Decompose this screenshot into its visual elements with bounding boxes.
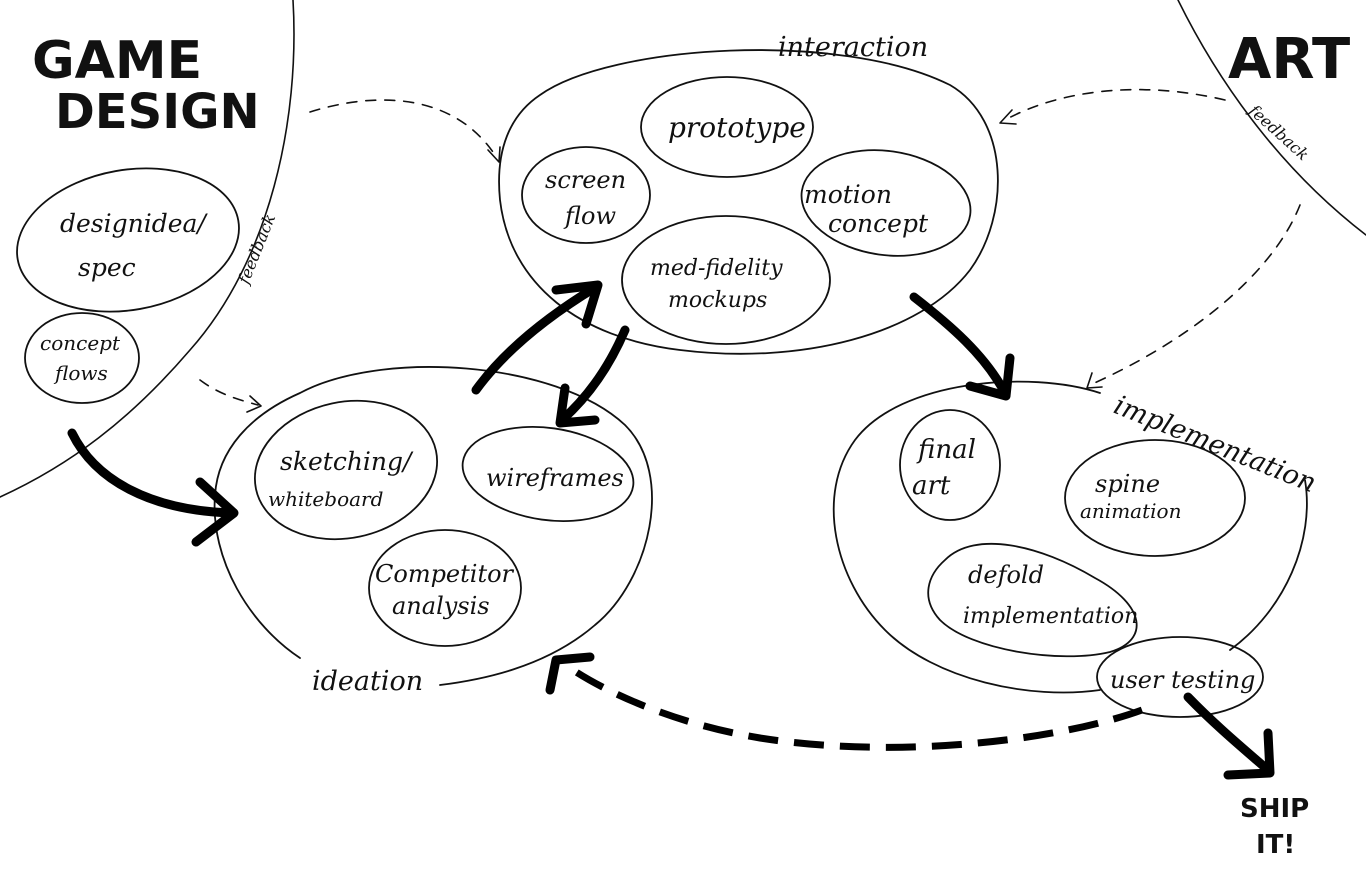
prototype-bubble	[640, 76, 814, 178]
art-feedback-label: feedback	[1245, 100, 1313, 164]
design-idea-bubble	[16, 167, 240, 313]
competitor-analysis-bubble	[368, 529, 522, 647]
implementation-group-outline	[832, 380, 1308, 694]
art-title: ART	[1228, 27, 1350, 92]
arrow-interaction-to-implementation	[909, 292, 1010, 398]
dashed-arrow-gamedesign-to-ideation-head	[246, 395, 262, 413]
user-testing-bubble	[1096, 636, 1264, 718]
dashed-arrow-usertesting-to-ideation	[568, 665, 1144, 751]
competitor-analysis-text-line1: Competitor	[375, 560, 515, 588]
arrow-ideation-to-interaction-head	[551, 280, 603, 329]
competitor-analysis-text-line2: analysis	[392, 592, 490, 620]
prototype-text: prototype	[668, 111, 806, 144]
design-idea-text-line1: designidea/	[60, 209, 208, 238]
arrow-usertesting-to-ship	[1183, 692, 1273, 775]
arrow-interaction-to-ideation-head	[555, 383, 600, 428]
dashed-arrow-gamedesign-to-ideation	[199, 379, 259, 406]
user-testing-text: user testing	[1110, 666, 1255, 694]
final-art-bubble	[899, 409, 1001, 521]
spine-animation-text-line2: animation	[1080, 499, 1181, 523]
dashed-arrow-art-to-implementation-head	[1086, 372, 1103, 389]
arrow-usertesting-to-ship-head	[1223, 728, 1275, 780]
screen-flow-bubble	[521, 146, 651, 244]
motion-concept-text-line2: concept	[828, 209, 929, 238]
game-design-title-line2: DESIGN	[55, 84, 260, 140]
game-design-title-line1: GAME	[32, 31, 202, 91]
arrow-interaction-to-ideation	[557, 325, 630, 425]
game-design-region-arc	[0, 0, 295, 498]
dashed-arrow-art-to-interaction-head	[999, 109, 1017, 125]
wireframes-bubble	[461, 426, 635, 522]
screen-flow-text-line2: flow	[563, 202, 616, 230]
sketching-whiteboard-bubble	[254, 399, 438, 541]
defold-text-line2: implementation	[963, 604, 1138, 629]
dashed-arrow-gamedesign-to-interaction	[309, 99, 496, 156]
arrow-interaction-to-implementation-head	[965, 353, 1015, 401]
med-fidelity-mockups-text-line2: mockups	[668, 288, 767, 313]
wireframes-text: wireframes	[486, 464, 624, 492]
dashed-arrow-art-to-interaction	[1004, 88, 1226, 121]
spine-animation-text-line1: spine	[1095, 470, 1160, 498]
defold-text-line1: defold	[968, 561, 1044, 589]
defold-implementation-bubble	[927, 542, 1138, 658]
final-art-text-line2: art	[912, 471, 951, 501]
sketching-text-line2: whiteboard	[268, 487, 383, 511]
spine-animation-bubble	[1064, 439, 1246, 557]
interaction-label: interaction	[778, 32, 928, 63]
motion-concept-bubble	[800, 149, 972, 257]
ship-it-text-line2: IT!	[1256, 830, 1295, 860]
ship-it-text-line1: SHIP	[1240, 794, 1309, 824]
arrow-ideation-to-interaction	[471, 282, 601, 395]
med-fidelity-mockups-bubble	[621, 215, 831, 345]
game-design-feedback-label: feedback	[234, 211, 280, 287]
concept-flows-text-line2: flows	[53, 361, 108, 385]
ideation-group-outline	[213, 366, 653, 686]
interaction-group-outline	[498, 49, 999, 355]
art-region-arc	[1177, 0, 1366, 236]
arrow-gamedesign-to-ideation	[67, 428, 235, 518]
ideation-label: ideation	[312, 666, 423, 697]
concept-flows-bubble	[24, 312, 140, 404]
final-art-text-line1: final	[916, 435, 976, 465]
concept-flows-text-line1: concept	[40, 331, 121, 355]
arrow-gamedesign-to-ideation-head	[191, 477, 239, 547]
dashed-arrow-usertesting-to-ideation-head	[545, 652, 595, 695]
design-idea-text-line2: spec	[78, 253, 136, 282]
med-fidelity-mockups-text-line1: med-fidelity	[650, 256, 783, 281]
screen-flow-text-line1: screen	[545, 166, 626, 194]
dashed-arrow-gamedesign-to-interaction-head	[487, 146, 501, 163]
motion-concept-text-line1: motion	[804, 180, 892, 209]
dashed-arrow-art-to-implementation	[1089, 204, 1301, 386]
sketching-text-line1: sketching/	[280, 447, 414, 476]
